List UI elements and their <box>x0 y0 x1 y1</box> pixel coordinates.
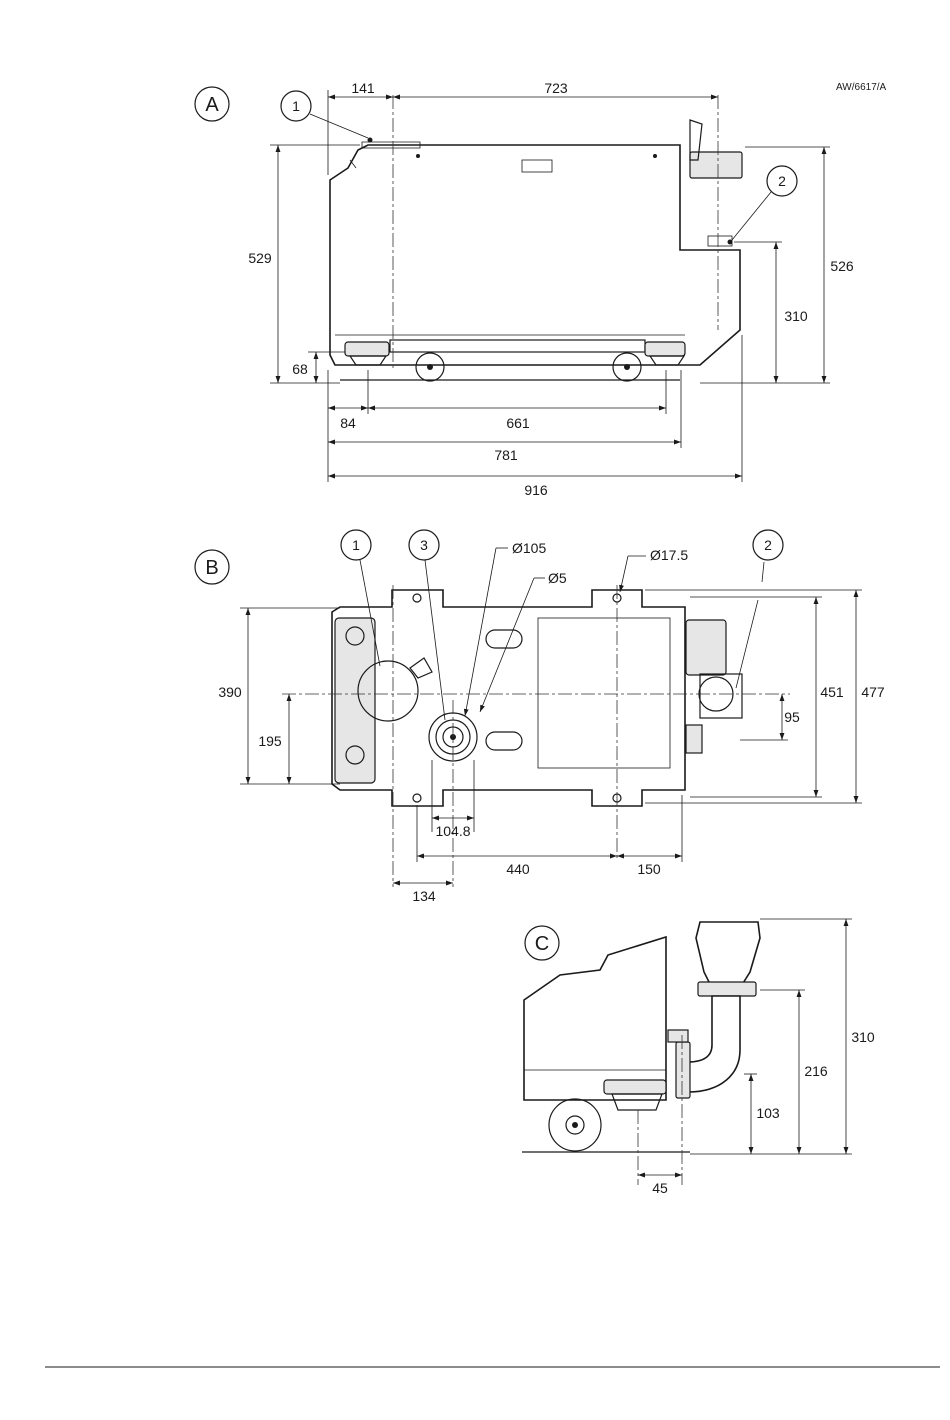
view-b-callout-1-text: 1 <box>352 537 360 553</box>
dim-c-310: 310 <box>851 1029 875 1045</box>
dim-a-916: 916 <box>524 482 548 498</box>
view-b-pump-body <box>332 590 742 806</box>
dim-a-781: 781 <box>494 447 518 463</box>
dim-a-84: 84 <box>340 415 356 431</box>
dim-a-310: 310 <box>784 308 808 324</box>
dim-a-661: 661 <box>506 415 530 431</box>
view-a-callout-2-text: 2 <box>778 173 786 189</box>
dim-c-216: 216 <box>804 1063 828 1079</box>
dim-a-526: 526 <box>830 258 854 274</box>
dim-b-104: 104.8 <box>435 823 470 839</box>
view-b-callout-3-text: 3 <box>420 537 428 553</box>
view-a-pump-body <box>330 120 742 381</box>
dim-b-440: 440 <box>506 861 530 877</box>
dim-c-45: 45 <box>652 1180 668 1196</box>
dim-b-dia105: Ø105 <box>512 540 546 556</box>
view-b-label: B <box>205 557 218 579</box>
view-b-callout-2-text: 2 <box>764 537 772 553</box>
dim-b-150: 150 <box>637 861 661 877</box>
view-c: C 310 216 103 <box>522 919 875 1196</box>
dim-b-477: 477 <box>861 684 885 700</box>
dim-b-390: 390 <box>218 684 242 700</box>
dim-b-dia17: Ø17.5 <box>650 547 688 563</box>
dim-a-529: 529 <box>248 250 272 266</box>
dim-a-68: 68 <box>292 361 308 377</box>
dim-b-134: 134 <box>412 888 436 904</box>
dim-b-451: 451 <box>820 684 844 700</box>
view-a: A 1 <box>195 80 854 498</box>
dim-b-dia5: Ø5 <box>548 570 567 586</box>
dim-a-141: 141 <box>351 80 375 96</box>
dim-a-723: 723 <box>544 80 568 96</box>
view-a-label: A <box>205 94 219 116</box>
view-c-label: C <box>535 933 549 955</box>
view-a-callout-1-text: 1 <box>292 98 300 114</box>
view-c-pump-detail <box>522 922 760 1152</box>
drawing-reference: AW/6617/A <box>836 82 887 93</box>
dim-b-195: 195 <box>258 733 282 749</box>
view-b: B 1 <box>195 530 885 904</box>
dim-b-95: 95 <box>784 709 800 725</box>
dim-c-103: 103 <box>756 1105 780 1121</box>
